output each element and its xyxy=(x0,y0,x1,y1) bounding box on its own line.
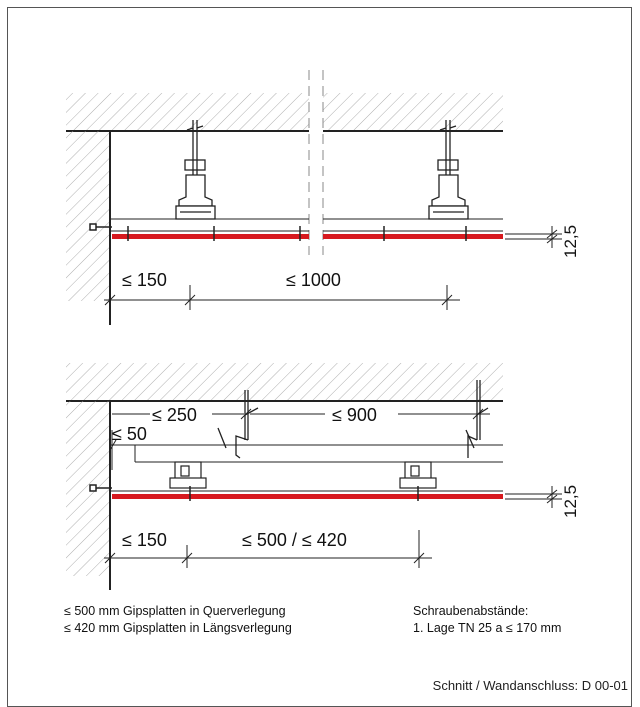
bottom-dim-hanger-spacing: ≤ 900 xyxy=(332,405,377,425)
top-hanger-2 xyxy=(428,120,469,220)
top-plasterboard-right xyxy=(323,234,503,239)
top-section: 12,5 ≤ 150 ≤ 1000 xyxy=(66,70,580,325)
top-hanger-1 xyxy=(175,120,216,220)
top-screws xyxy=(127,226,467,241)
top-dim-wall-edge: ≤ 150 xyxy=(122,270,167,290)
notes-right: Schraubenabstände: 1. Lage TN 25 a ≤ 170… xyxy=(413,603,561,637)
notes-left: ≤ 500 mm Gipsplatten in Querverlegung ≤ … xyxy=(64,603,292,637)
bottom-plasterboard xyxy=(112,494,503,499)
top-thickness-dim xyxy=(505,226,562,248)
bottom-connector-2 xyxy=(399,461,437,489)
bottom-board-thickness-label: 12,5 xyxy=(561,485,580,518)
top-dim-hanger-spacing: ≤ 1000 xyxy=(286,270,341,290)
note-board-longitudinal: ≤ 420 mm Gipsplatten in Längsverlegung xyxy=(64,621,292,635)
top-ceiling-hatch-right xyxy=(323,93,503,131)
note-board-transverse: ≤ 500 mm Gipsplatten in Querverlegung xyxy=(64,604,286,618)
note-screw-spacing-title: Schraubenabstände: xyxy=(413,604,529,618)
top-ceiling-hatch-left xyxy=(66,93,309,131)
bottom-dim-wall-gap: ≤ 50 xyxy=(112,424,147,444)
bottom-screws xyxy=(189,486,419,501)
bottom-upper-dim-line xyxy=(112,408,490,420)
bottom-dim-profile-spacing: ≤ 500 / ≤ 420 xyxy=(242,530,347,550)
note-screw-spacing-value: 1. Lage TN 25 a ≤ 170 mm xyxy=(413,621,562,635)
bottom-lower-dim-line xyxy=(104,530,432,568)
bottom-thickness-dim xyxy=(505,486,562,508)
bottom-dim-wall-edge: ≤ 150 xyxy=(122,530,167,550)
bottom-section: 12,5 ≤ 250 ≤ 900 ≤ 50 ≤ 150 xyxy=(66,363,580,590)
drawing-caption: Schnitt / Wandanschluss: D 00-01 xyxy=(432,678,628,693)
bottom-hanger-2 xyxy=(465,380,489,458)
top-plasterboard-left xyxy=(112,234,309,239)
bottom-ceiling-hatch xyxy=(66,363,503,401)
bottom-connector-1 xyxy=(169,461,207,489)
top-wall-fixing xyxy=(89,223,112,231)
top-dim-line xyxy=(104,285,460,310)
bottom-wall-gap-dim xyxy=(109,430,135,470)
top-wall-hatch xyxy=(66,131,110,301)
top-board-thickness-label: 12,5 xyxy=(561,225,580,258)
bottom-dim-wall-to-first: ≤ 250 xyxy=(152,405,197,425)
bottom-wall-fixing xyxy=(89,484,112,492)
